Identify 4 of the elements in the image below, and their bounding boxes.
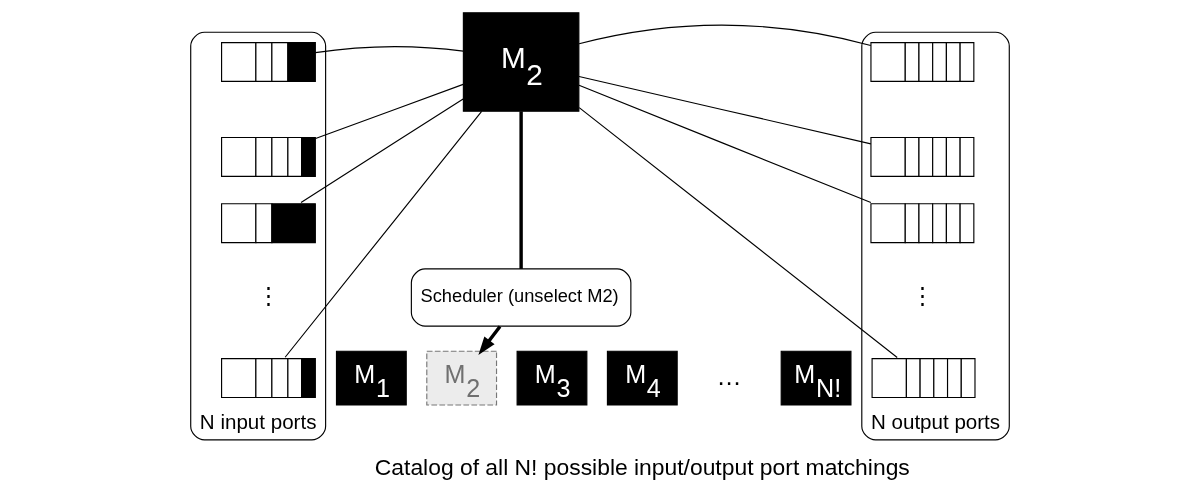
label: Catalog of all N! possible input/output port matchings [374, 454, 910, 481]
label: … [716, 361, 742, 390]
label: ⋮ [256, 282, 280, 309]
label: ⋮ [910, 282, 934, 309]
